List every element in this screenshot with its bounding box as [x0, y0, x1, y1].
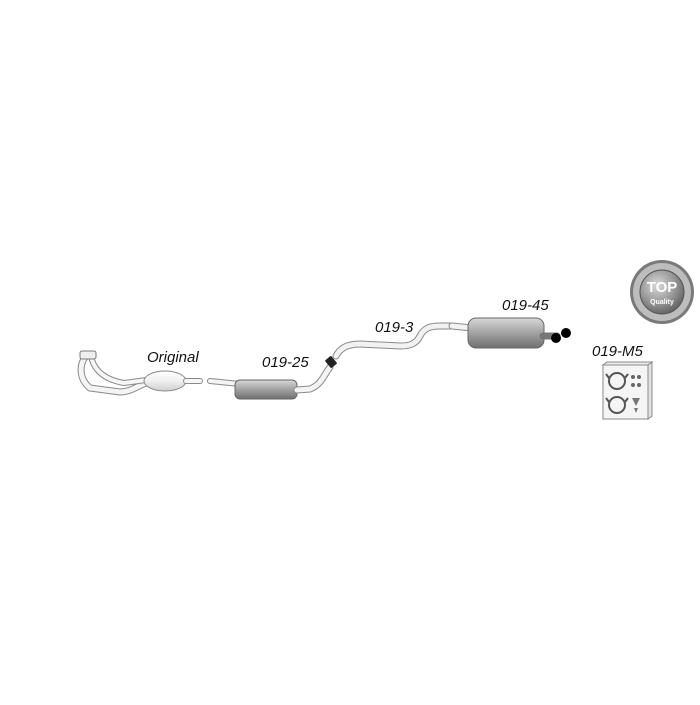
badge-sub-text: Quality: [650, 299, 674, 306]
middle-pipe-part: [325, 322, 454, 368]
original-part: [77, 350, 203, 396]
front-silencer: [234, 379, 298, 400]
bracket-icon: [634, 408, 638, 413]
mounting-kit-part: [601, 361, 654, 420]
clamp-icon-bolts: [605, 397, 629, 403]
middle-pipe-joint: [325, 356, 337, 368]
mounting-kit-box-top: [601, 361, 654, 366]
label-front-pipe: 019-25: [262, 354, 309, 371]
label-middle-pipe: 019-3: [375, 319, 414, 336]
rear-tip-lower: [551, 333, 561, 343]
front-pipe-outlet-inner: [294, 364, 333, 393]
label-rear-silencer: 019-45: [502, 297, 549, 314]
clamp-icon: [608, 396, 626, 414]
clamp-icon-bolts: [605, 373, 629, 379]
rubber-mount-icon: [637, 383, 641, 387]
mounting-kit-box-side: [647, 361, 653, 420]
original-second-pipe-inner: [90, 358, 148, 386]
original-catalyst: [143, 370, 187, 392]
rubber-mount-icon: [631, 375, 635, 379]
rear-silencer-part: [448, 317, 571, 349]
original-flange: [79, 350, 97, 360]
clamp-icon: [608, 372, 626, 390]
rubber-mount-icon: [631, 383, 635, 387]
middle-pipe-inner: [333, 323, 453, 359]
original-downpipe-inner: [78, 353, 149, 395]
badge-disc: [639, 269, 685, 315]
front-pipe-part: [207, 363, 334, 400]
label-mounting-kit: 019-M5: [592, 343, 643, 360]
mounting-kit-box: [602, 364, 649, 420]
rear-silencer-box: [467, 317, 545, 349]
bracket-icon: [632, 398, 640, 406]
rubber-mount-icon: [637, 375, 641, 379]
rear-tip-upper: [561, 328, 571, 338]
badge-main-text: TOP: [647, 279, 678, 296]
label-original: Original: [147, 349, 199, 366]
top-quality-badge: TOP Quality: [630, 260, 694, 324]
